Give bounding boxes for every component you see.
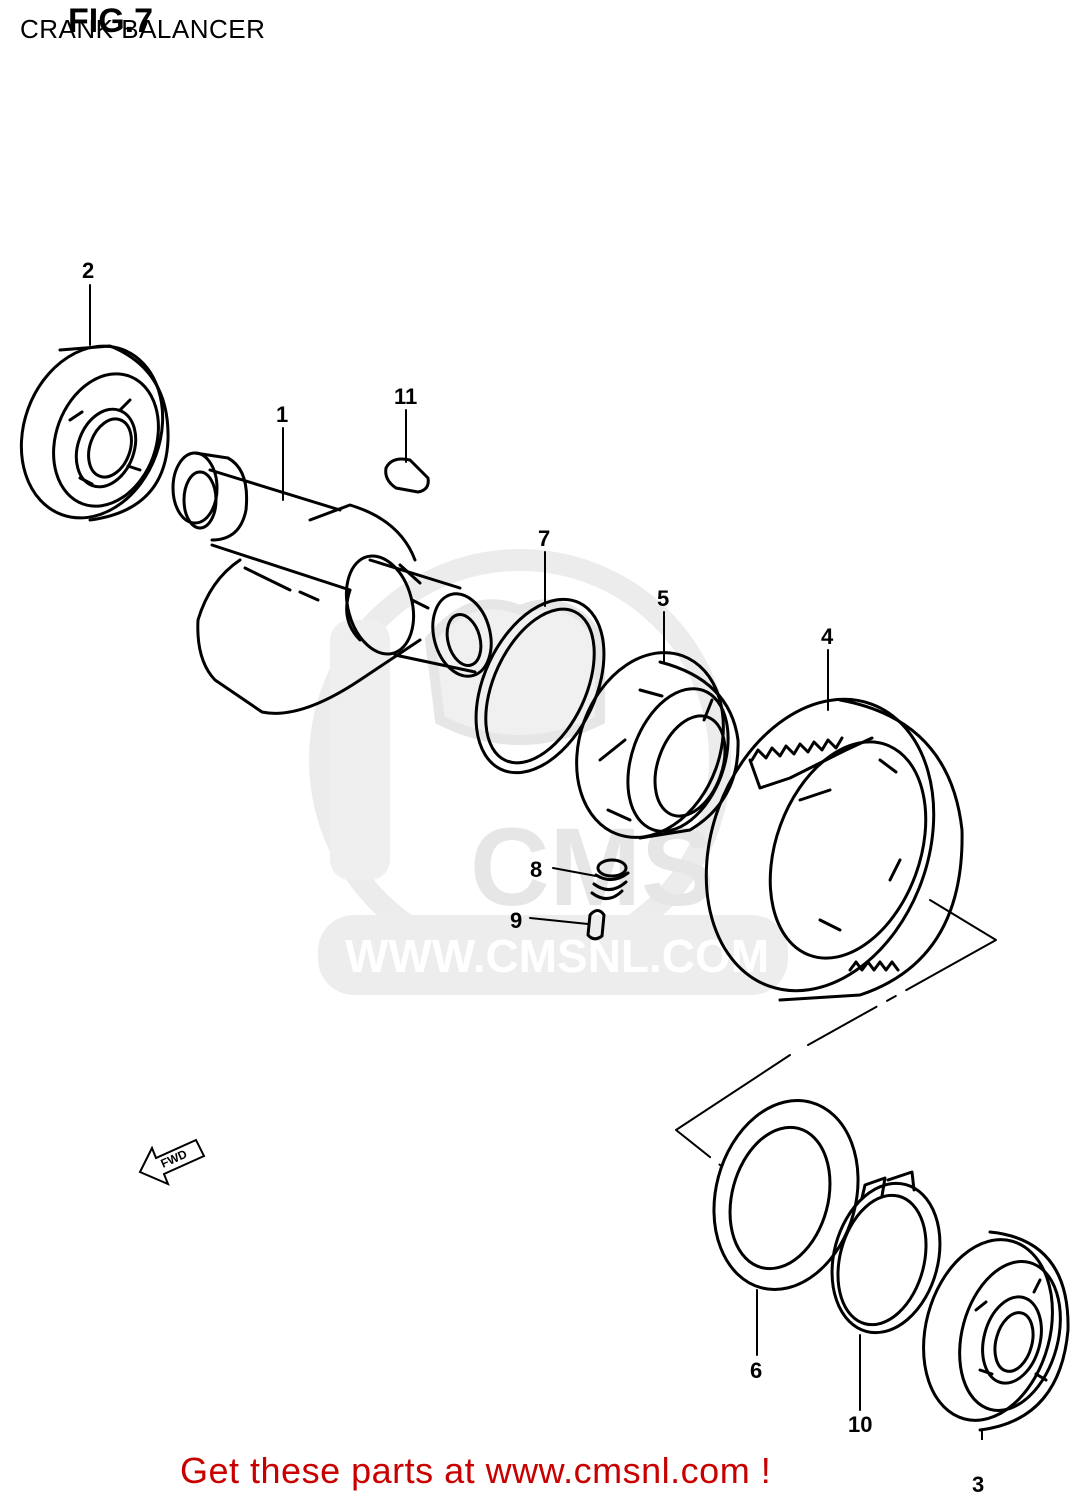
part-circlip-10: [830, 1170, 942, 1335]
part-gear-4: [704, 697, 964, 1002]
fwd-arrow-icon: FWD: [138, 1138, 206, 1186]
callout-4: 4: [821, 624, 834, 649]
callout-2: 2: [82, 258, 94, 283]
watermark-url: WWW.CMSNL.COM: [345, 930, 769, 982]
callout-3: 3: [972, 1472, 985, 1497]
part-ring-7: [474, 597, 606, 775]
leader-lines: [89, 284, 983, 1440]
part-pin-9: [586, 909, 606, 941]
part-bearing-3: [922, 1230, 1070, 1432]
callout-1: 1: [276, 402, 288, 427]
callout-5: 5: [657, 586, 669, 611]
part-crank-balancer-1: [171, 451, 493, 715]
part-spring-8: [590, 858, 630, 900]
part-washer-6: [712, 1099, 860, 1291]
diagram-title: CRANK BALANCER: [20, 14, 266, 44]
part-bearing-2: [19, 344, 170, 522]
callout-6: 6: [750, 1358, 762, 1383]
assembly-guide-lines: [675, 899, 997, 1166]
callout-7: 7: [538, 526, 550, 551]
callout-10: 10: [848, 1412, 872, 1437]
part-key-11: [384, 457, 430, 494]
figure-label: FIG.7: [68, 2, 154, 40]
watermark: CMS WWW.CMSNL.COM: [309, 549, 788, 995]
callout-9: 9: [510, 908, 522, 933]
callout-11: 11: [394, 384, 417, 409]
callouts: 2 1 11 7 5 4 8 9 6 10: [82, 258, 872, 1437]
part-hub-5: [575, 651, 740, 840]
exploded-parts-diagram: CMS WWW.CMSNL.COM: [19, 258, 1070, 1440]
footer-promo-text[interactable]: Get these parts at www.cmsnl.com !: [180, 1450, 772, 1491]
watermark-logo: CMS: [470, 806, 714, 929]
callout-8: 8: [530, 857, 542, 882]
